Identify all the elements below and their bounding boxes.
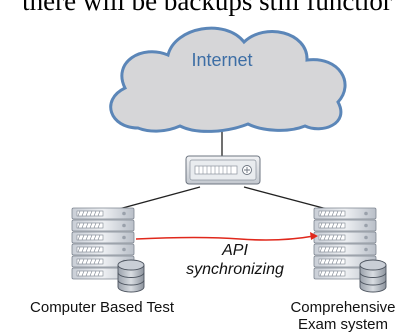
api-sync-label: API synchronizing [170, 241, 300, 279]
right-server-rack-icon [314, 208, 386, 292]
api-sync-arrow [135, 235, 315, 241]
left-server-rack-icon [72, 208, 144, 292]
internet-cloud-icon [109, 26, 347, 133]
right-server-label: Comprehensive Exam system [274, 299, 412, 333]
right-server-label-line1: Comprehensive [290, 299, 396, 316]
internet-cloud-label: Internet [191, 50, 253, 70]
header-text-fragment: there will be backups still functior [22, 0, 392, 16]
network-switch-icon [185, 155, 261, 185]
left-server-label: Computer Based Test [30, 299, 174, 316]
synchronizing-label: synchronizing [186, 261, 284, 278]
api-label: API [222, 242, 248, 259]
api-sync-arrowhead [310, 232, 318, 240]
right-server-label-line2: Exam system [297, 316, 388, 333]
